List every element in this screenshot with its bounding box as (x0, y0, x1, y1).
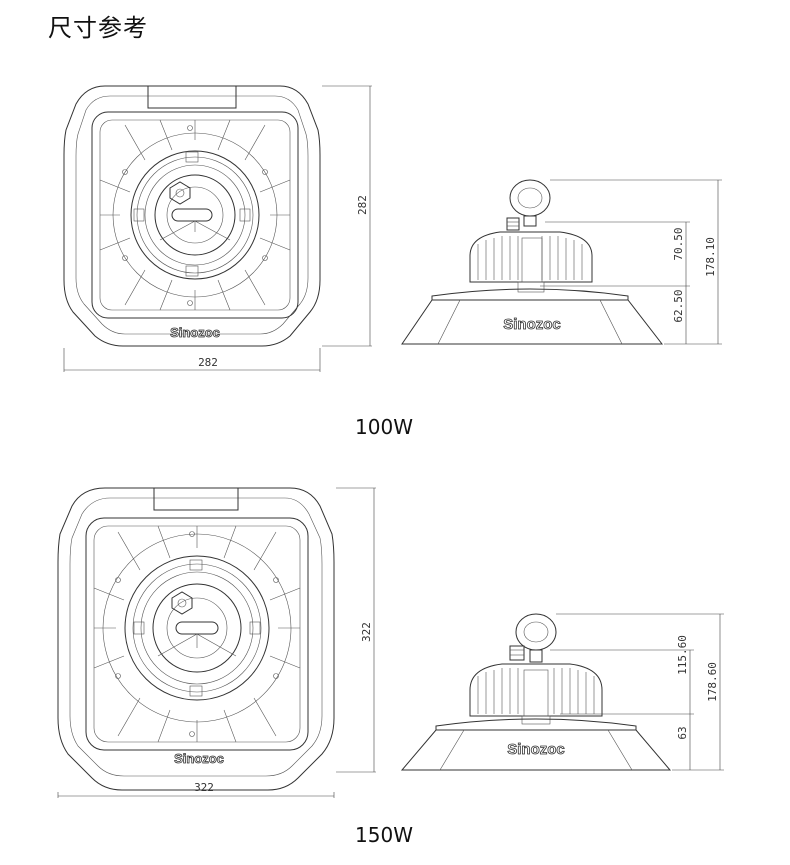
dim-width-150w: 322 (194, 781, 214, 794)
model-label-100w: 100W (355, 415, 413, 439)
brand-label: Sinozoc (170, 325, 220, 340)
dim-height-100w: 282 (356, 195, 369, 215)
dim-total-100w: 178.10 (704, 237, 717, 277)
dim-height-150w: 322 (360, 622, 373, 642)
model-label-150w: 150W (355, 823, 413, 847)
brand-label-side-150: Sinozoc (507, 741, 565, 758)
brand-label-150: Sinozoc (174, 751, 224, 766)
side-view-150w: Sinozoc 115.60 63 178.60 (400, 613, 724, 771)
dim-upper-150w: 115.60 (676, 635, 689, 675)
dim-total-150w: 178.60 (706, 662, 719, 702)
top-view-100w: Sinozoc 282 282 (63, 85, 372, 372)
dim-lower-100w: 62.50 (672, 289, 685, 322)
dim-width-100w: 282 (198, 356, 218, 369)
brand-label-side: Sinozoc (503, 316, 561, 333)
top-view-150w: Sinozoc 322 322 (57, 487, 376, 798)
page-title: 尺寸参考 (48, 14, 148, 42)
dim-lower-150w: 63 (676, 726, 689, 739)
side-view-100w: Sinozoc 70.50 62.50 178.10 (401, 179, 722, 345)
dim-upper-100w: 70.50 (672, 227, 685, 260)
